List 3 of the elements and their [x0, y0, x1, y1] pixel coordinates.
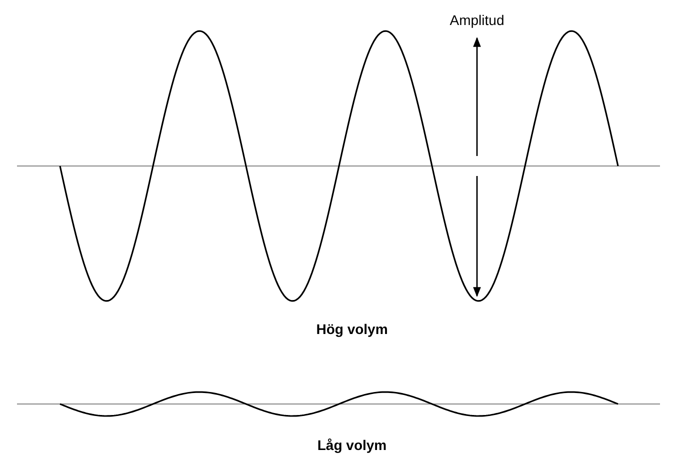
- wave-caption: Låg volym: [317, 437, 387, 453]
- wave-caption: Hög volym: [316, 321, 388, 337]
- dimension-label: Amplitud: [450, 12, 504, 28]
